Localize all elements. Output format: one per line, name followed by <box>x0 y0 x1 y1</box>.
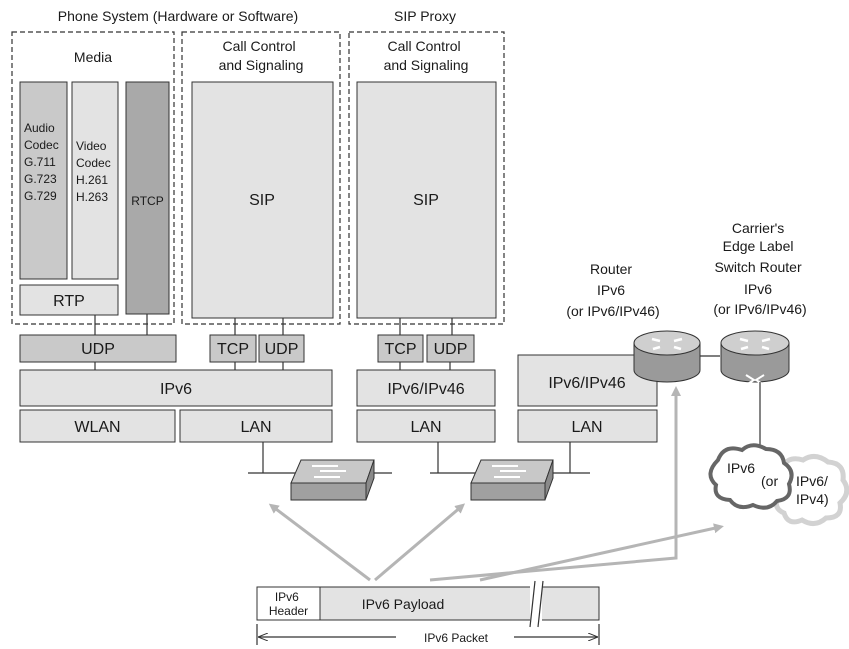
phone-tcp-box <box>209 334 257 363</box>
media-label: Media <box>74 49 112 65</box>
phone-sip-box <box>191 81 334 319</box>
video-codec-label: Video Codec H.261 H.263 <box>76 139 114 204</box>
proxy-lan-label: LAN <box>410 419 441 436</box>
phone-system-title: Phone System (Hardware or Software) <box>58 8 298 24</box>
ipv6-cloud <box>708 443 794 510</box>
phone-lan-label: LAN <box>240 419 271 436</box>
phone-udp-media-label: UDP <box>81 341 115 358</box>
ipv6-header-label: IPv6 Header <box>269 590 308 618</box>
router-lan-label: LAN <box>571 419 602 436</box>
proxy-lan-box <box>356 409 496 443</box>
ipv6-cloud-label: IPv6 <box>727 460 755 476</box>
rtcp-box <box>125 81 170 315</box>
ipv4-cloud-label: IPv6/ IPv4) <box>796 473 832 507</box>
arrow-to-carrier <box>479 523 724 582</box>
audio-codec-box <box>19 81 68 280</box>
packet-break-line-1 <box>529 580 536 628</box>
phone-udp-media-box <box>19 334 177 363</box>
phone-wlan-box <box>19 409 176 443</box>
switch-icon-1 <box>290 459 375 501</box>
proxy-sip-box <box>356 81 497 319</box>
audio-codec-label: Audio Codec G.711 G.723 G.729 <box>24 121 62 203</box>
ipv6-packet-caption: IPv6 Packet <box>424 631 489 645</box>
arrow-to-switch-1 <box>268 503 371 582</box>
phone-udp-sip-box <box>258 334 305 363</box>
ipv6-header-box <box>256 586 321 621</box>
packet-break-line-2 <box>537 580 544 628</box>
carrier-label: Carrier's Edge Label Switch Router IPv6 … <box>713 220 806 317</box>
proxy-ip-label: IPv6/IPv46 <box>387 381 464 398</box>
phone-lan-box <box>179 409 333 443</box>
rtcp-label: RTCP <box>131 194 163 208</box>
phone-ipv6-label: IPv6 <box>160 381 192 398</box>
phone-wlan-label: WLAN <box>74 419 120 436</box>
switch-icon-2 <box>470 459 554 501</box>
phone-call-control-border <box>181 31 341 325</box>
router-lan-box <box>517 409 658 443</box>
arrow-to-switch-2 <box>374 503 466 582</box>
phone-sip-label: SIP <box>249 192 275 209</box>
proxy-ip-box <box>356 369 496 407</box>
router-label: Router IPv6 (or IPv6/IPv46) <box>566 261 659 319</box>
media-group-border <box>11 31 175 325</box>
proxy-tcp-box <box>377 334 424 363</box>
phone-call-control-label: Call Control and Signaling <box>219 38 304 73</box>
rtp-label: RTP <box>53 293 85 310</box>
router-ip-label: IPv6/IPv46 <box>548 375 625 392</box>
label-switch-router-icon <box>720 330 790 386</box>
phone-ipv6-box <box>19 369 333 407</box>
phone-tcp-label: TCP <box>217 341 249 358</box>
rtp-box <box>19 284 119 316</box>
proxy-call-control-label: Call Control and Signaling <box>384 38 469 73</box>
proxy-udp-label: UDP <box>434 341 468 358</box>
video-codec-box <box>71 81 119 280</box>
phone-udp-sip-label: UDP <box>265 341 299 358</box>
proxy-tcp-label: TCP <box>385 341 417 358</box>
sip-proxy-title: SIP Proxy <box>394 8 456 24</box>
cloud-or-label: (or <box>761 473 778 489</box>
proxy-call-control-border <box>348 31 505 325</box>
router-icon <box>633 330 701 383</box>
proxy-sip-label: SIP <box>413 192 439 209</box>
ipv6-payload-label: IPv6 Payload <box>362 596 445 612</box>
